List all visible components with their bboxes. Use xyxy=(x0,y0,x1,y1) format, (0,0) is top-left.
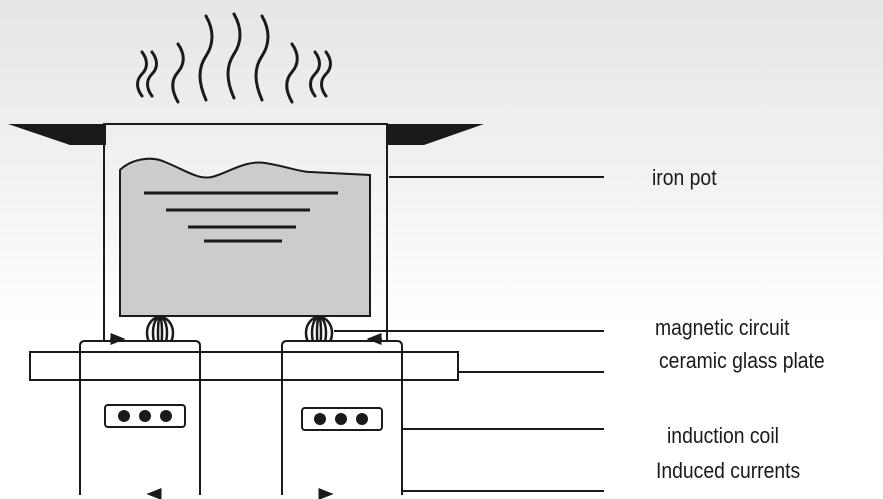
label-induction-coil: induction coil xyxy=(667,423,779,448)
label-iron-pot: iron pot xyxy=(652,165,717,190)
label-induced-currents: Induced currents xyxy=(656,458,801,483)
leader-lines xyxy=(334,176,604,492)
label-ceramic-glass-plate: ceramic glass plate xyxy=(659,348,825,373)
food-contents xyxy=(119,157,371,317)
steam-icon xyxy=(136,12,332,104)
induction-coil-left xyxy=(79,340,201,495)
liquid-lines xyxy=(144,191,338,243)
pot-handles xyxy=(8,124,484,145)
induction-coil-right xyxy=(281,340,403,495)
label-magnetic-circuit: magnetic circuit xyxy=(655,315,790,340)
